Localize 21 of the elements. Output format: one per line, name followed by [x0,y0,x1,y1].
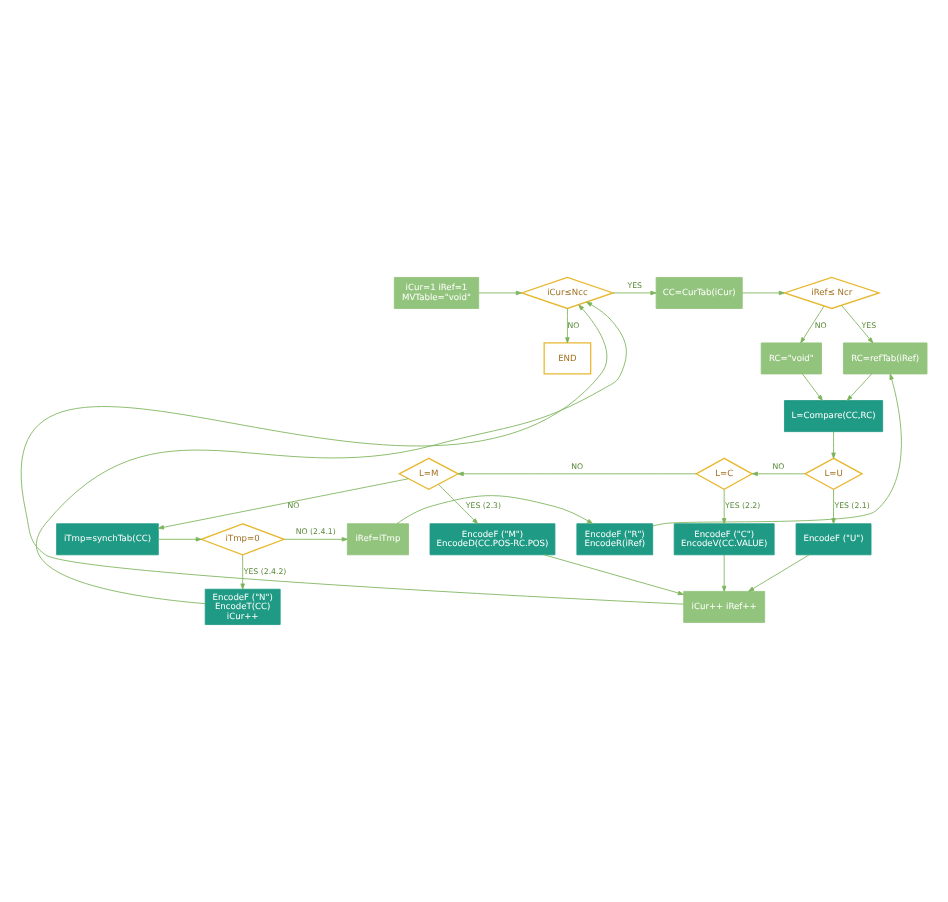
arrow [751,471,806,477]
arrow [800,305,825,344]
arrow [565,308,570,344]
arrow [457,471,697,477]
arrow [612,290,657,296]
arrow [158,537,202,542]
arrow [802,373,823,401]
arrow [396,495,594,525]
arrow [543,554,684,596]
arrow [478,290,522,296]
arrow [841,305,874,344]
arrow [748,554,810,592]
arrow [721,554,727,592]
arrow [283,537,348,542]
arrow [438,483,479,525]
arrow [742,290,785,296]
arrow [721,489,727,525]
arrow [846,373,873,401]
arrow [831,431,836,459]
arrow [158,478,409,530]
arrow [240,554,245,590]
